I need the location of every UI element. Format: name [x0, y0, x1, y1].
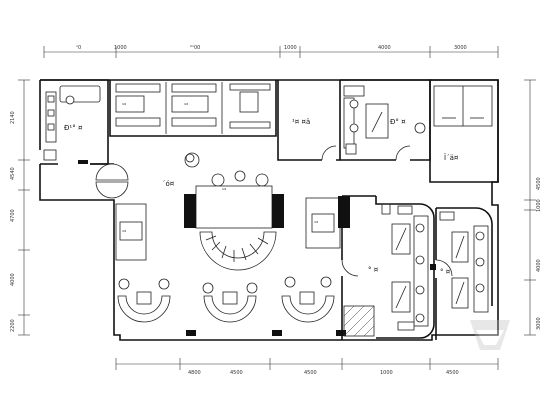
main-hall: ´ó¤ ¹° ¹° ¹° — [115, 152, 350, 336]
counter-end-left — [184, 194, 196, 228]
booth-row-top: ¹° ¹° — [109, 80, 277, 137]
shaft — [343, 305, 375, 337]
booth-table-1 — [115, 95, 145, 113]
sofa-right-label: ¹° — [314, 221, 319, 227]
dim-left-4: 4000 — [10, 273, 16, 286]
dimension-lines-top: ⁿ0 1000 ²ⁿ00 1000 4000 3000 — [43, 45, 499, 58]
dimension-lines-right: 4500 1000 4000 3000 — [524, 79, 542, 336]
dim-left-3: 4700 — [10, 209, 16, 222]
booth-table-3 — [239, 91, 259, 113]
round-sofa-1 — [117, 278, 171, 323]
dim-bottom-4: 4500 — [304, 370, 317, 376]
dimension-lines-bottom: 4800 4500 4500 1000 4500 — [115, 358, 499, 376]
dim-top-1: ⁿ0 — [76, 45, 81, 51]
watermark-logo — [470, 320, 510, 350]
office-left-room: Ð¹° ¤ — [40, 79, 109, 165]
booth-label-2: ¹° — [184, 103, 189, 109]
office-right-desk — [365, 103, 389, 139]
hall-label: ´ó¤ — [162, 180, 175, 188]
store-mid-label: ¹¤ ¤ä — [292, 118, 310, 126]
vip-left-label: ° ¤ — [368, 266, 379, 274]
vip-sofa-long — [413, 215, 429, 327]
vip-room-left: ° ¤ — [341, 195, 435, 340]
dim-top-6: 3000 — [454, 45, 467, 51]
chair — [65, 95, 75, 105]
dimension-lines-left: 2140 4540 4700 4000 2200 — [10, 79, 30, 336]
dim-top-4: 1000 — [284, 45, 297, 51]
dim-top-3: ²ⁿ00 — [190, 45, 200, 51]
dim-left-1: 2140 — [10, 111, 16, 124]
dim-left-2: 4540 — [10, 167, 16, 180]
sofa-left-label: ¹° — [122, 230, 127, 236]
booth-label-1: ¹° — [122, 103, 127, 109]
round-sofa-2 — [202, 282, 258, 323]
door-swing-lower — [95, 181, 129, 199]
booth-table-2 — [171, 95, 209, 113]
counter-end-right — [272, 194, 284, 228]
dim-top-5: 4000 — [378, 45, 391, 51]
door-swing-upper — [95, 163, 129, 181]
dim-right-1: 4500 — [536, 177, 542, 190]
dim-top-2: 1000 — [114, 45, 127, 51]
dim-right-2: 1000 — [536, 199, 542, 212]
office-left-label: Ð¹° ¤ — [64, 124, 83, 132]
vip-room-right: ° ¤ — [430, 207, 493, 340]
entrance-doors — [40, 160, 129, 199]
dim-left-5: 2200 — [10, 319, 16, 332]
store-mid-room: ¹¤ ¤ä — [277, 80, 341, 161]
reception-counter — [195, 185, 273, 229]
office-right-room: Ð° ¤ — [340, 79, 431, 161]
dim-right-3: 4000 — [536, 259, 542, 272]
dim-bottom-6: 4500 — [446, 370, 459, 376]
counter-label: ¹° — [222, 188, 227, 194]
dim-right-4: 3000 — [536, 317, 542, 330]
vip-right-label: ° ¤ — [440, 268, 451, 276]
office-right-label: Ð° ¤ — [390, 118, 406, 126]
cabinet — [45, 91, 57, 143]
round-sofa-3 — [281, 276, 335, 323]
spiral-staircase — [199, 231, 277, 271]
dim-bottom-5: 1000 — [380, 370, 393, 376]
dim-bottom-3: 4500 — [230, 370, 243, 376]
dim-bottom-2: 4800 — [188, 370, 201, 376]
side-table — [43, 149, 57, 161]
restroom-room: Ï´ä¤ — [429, 79, 499, 183]
restroom-label: Ï´ä¤ — [444, 153, 459, 162]
